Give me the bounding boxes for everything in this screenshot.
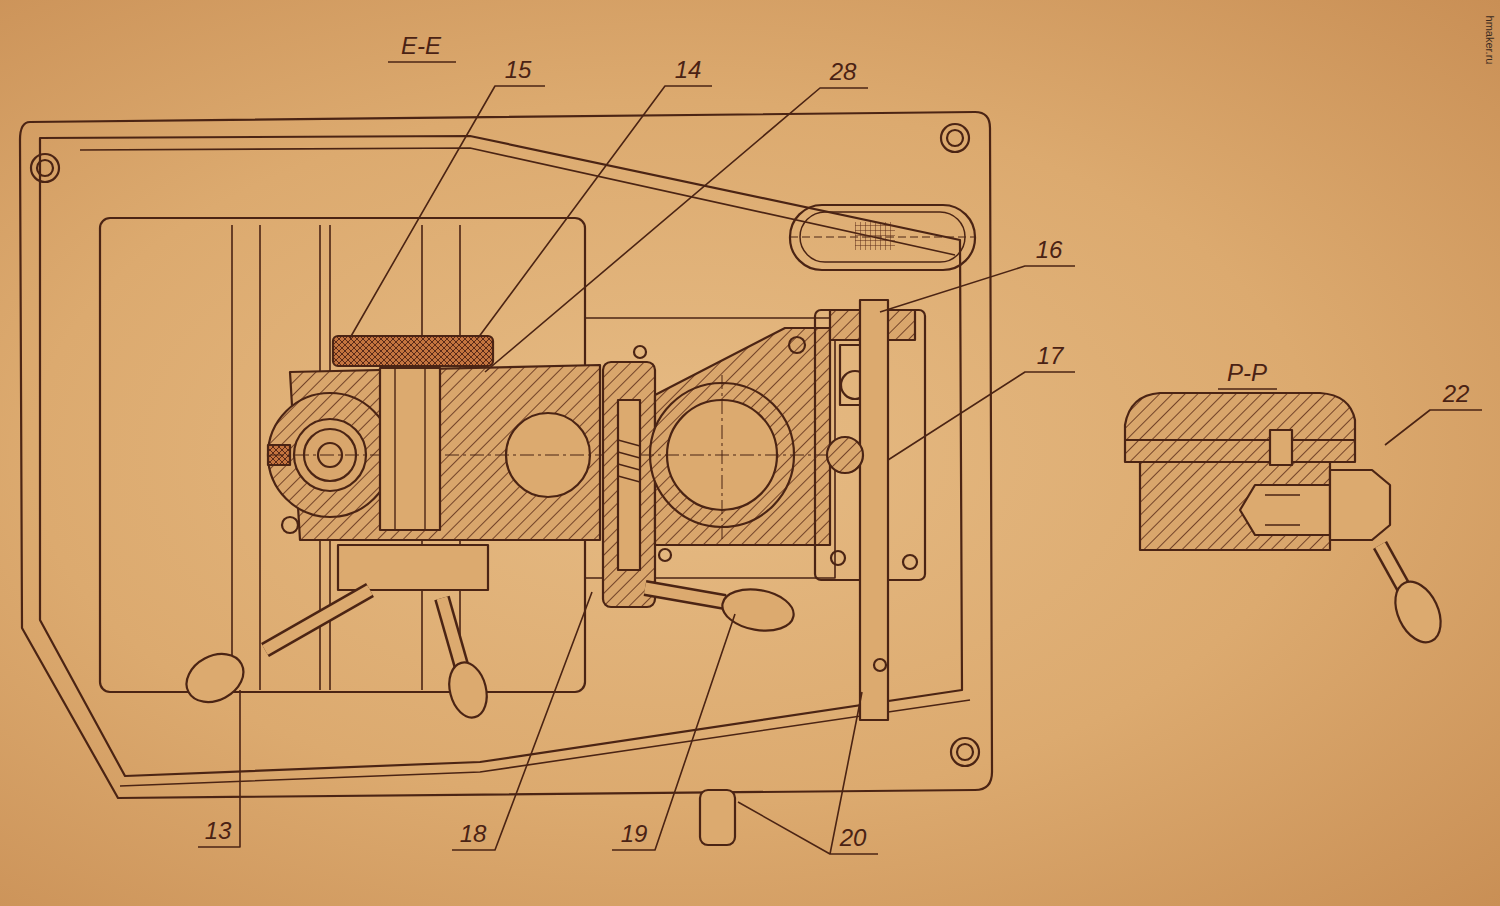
callout-number: 22: [1443, 382, 1470, 406]
callout-number: 14: [675, 58, 702, 82]
callout-number: 20: [840, 826, 867, 850]
callout-number: Е-Е: [401, 34, 441, 58]
sight-glass: [790, 205, 975, 270]
pin: [380, 368, 440, 530]
housing-inner: [40, 136, 962, 776]
screw-holes: [282, 337, 917, 569]
rod: [860, 300, 888, 720]
guide-rods: [232, 225, 460, 690]
knurled-nut: [333, 336, 493, 366]
callout-number: Р-Р: [1227, 361, 1267, 385]
callout-number: 13: [205, 819, 232, 843]
leader-lines: [198, 62, 1482, 854]
corner-screws: [31, 124, 979, 766]
callout-number: 19: [621, 822, 648, 846]
clamp-plate: [603, 362, 655, 607]
callout-number: 28: [830, 60, 857, 84]
section-detail: [1125, 393, 1450, 649]
watermark: hmaker.ru: [1484, 16, 1495, 65]
handles: [178, 584, 797, 721]
housing-rim: [80, 148, 970, 786]
housing-outline: [20, 112, 992, 798]
callout-number: 16: [1036, 238, 1063, 262]
callout-number: 17: [1037, 344, 1064, 368]
carriage-plate: [585, 318, 835, 578]
callout-number: 15: [505, 58, 532, 82]
plunger: [700, 790, 735, 845]
callout-number: 18: [460, 822, 487, 846]
